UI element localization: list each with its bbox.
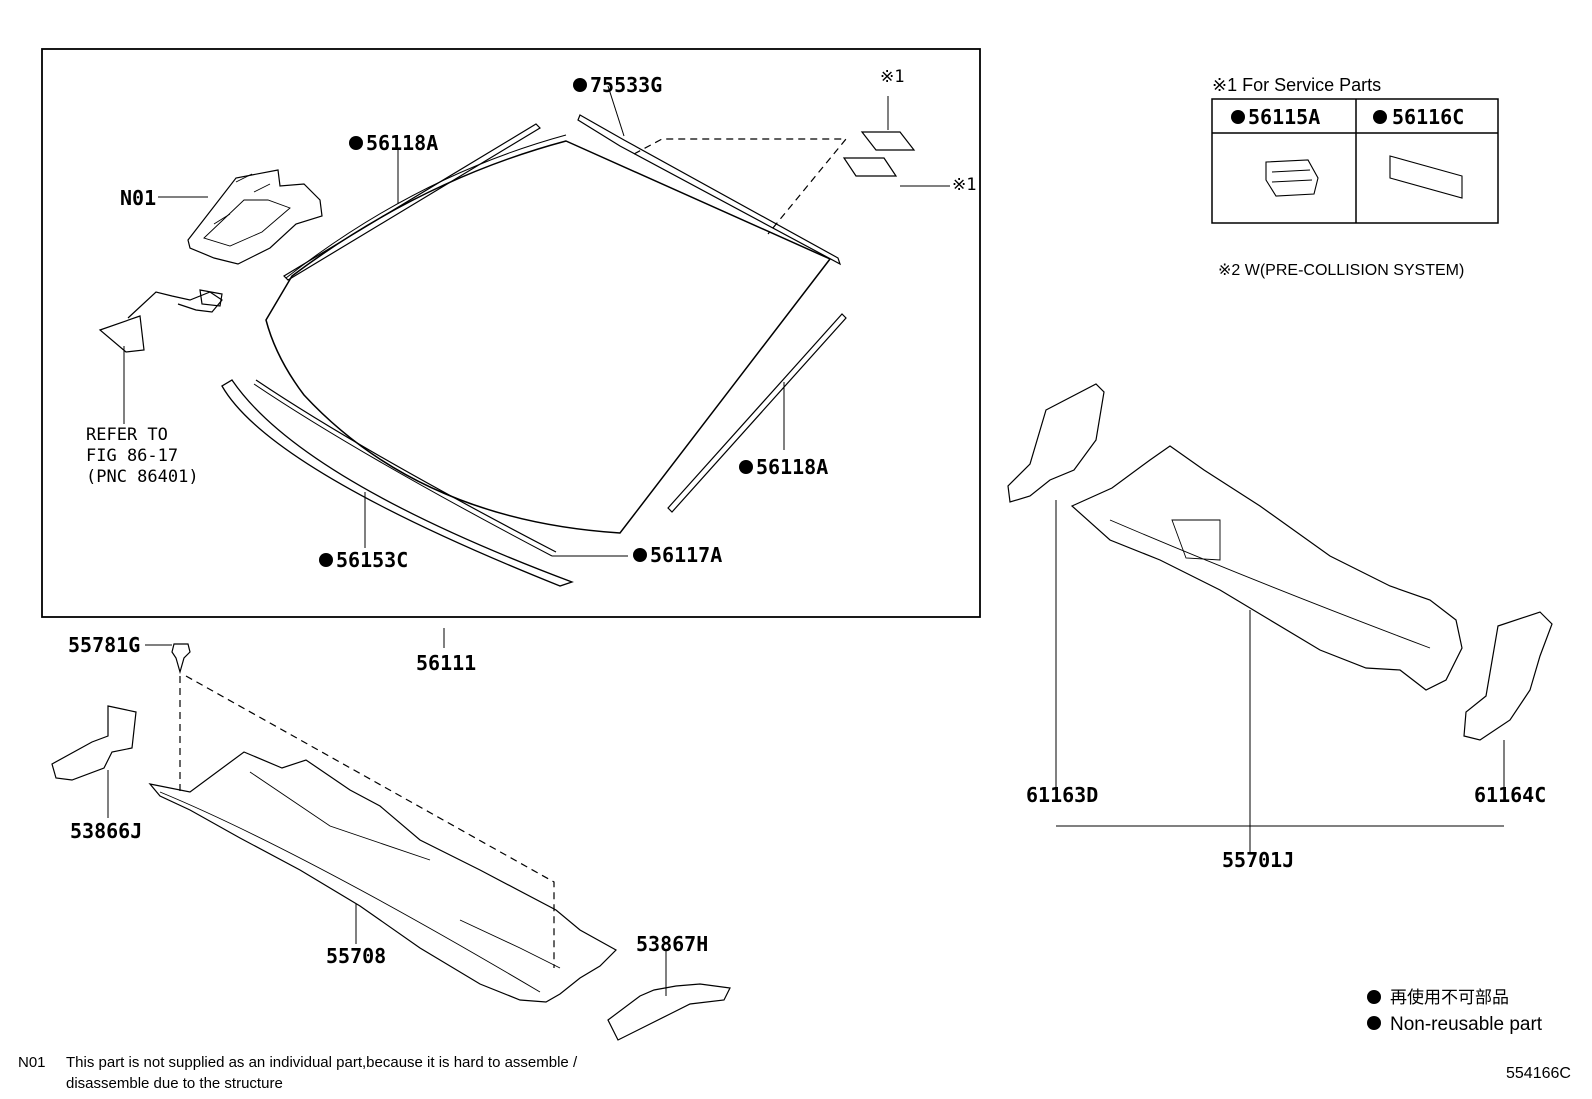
service-parts-title: ※1 For Service Parts bbox=[1212, 75, 1381, 95]
callout-53866j: 53866J bbox=[70, 819, 142, 843]
dash-panel-55701j bbox=[1070, 445, 1463, 691]
callout-56153c: 56153C bbox=[336, 548, 408, 572]
footnote-line-2: disassemble due to the structure bbox=[66, 1075, 283, 1092]
seal-53867h bbox=[607, 983, 731, 1041]
n01-bracket bbox=[187, 169, 323, 265]
service-parts-table bbox=[1211, 98, 1499, 224]
pad-top bbox=[860, 131, 916, 151]
leader-lines bbox=[107, 85, 1505, 996]
service-part-56115a-label: 56115A bbox=[1248, 105, 1320, 129]
service-part-56116c-label: 56116C bbox=[1392, 105, 1464, 129]
pillar-61163d bbox=[1007, 383, 1105, 503]
callout-61164c: 61164C bbox=[1474, 783, 1546, 807]
sensor-cover bbox=[98, 289, 223, 353]
callout-61163d: 61163D bbox=[1026, 783, 1098, 807]
pillar-61164c bbox=[1463, 611, 1553, 741]
weatherstrip-56153c bbox=[221, 379, 574, 587]
callout-56117a: 56117A bbox=[650, 543, 722, 567]
callout-n01: N01 bbox=[120, 186, 156, 210]
callout-mark1-right: ※1 bbox=[952, 175, 976, 195]
stopper-strip bbox=[577, 114, 842, 266]
pad-bottom bbox=[842, 157, 898, 177]
windshield-group-frame bbox=[41, 48, 981, 618]
legend-en: Non-reusable part bbox=[1390, 1014, 1543, 1035]
refer-line-2: FIG 86-17 bbox=[86, 446, 178, 466]
service-part-56115a-icon bbox=[1265, 159, 1319, 197]
callout-56111: 56111 bbox=[416, 651, 476, 675]
legend-jp: 再使用不可部品 bbox=[1390, 987, 1509, 1007]
callout-53867h: 53867H bbox=[636, 932, 708, 956]
callout-56118a-right: 56118A bbox=[756, 455, 828, 479]
callout-56118a-top: 56118A bbox=[366, 131, 438, 155]
footnote-line-1: This part is not supplied as an individu… bbox=[66, 1054, 578, 1071]
windshield-glass bbox=[265, 134, 832, 534]
refer-line-3: (PNC 86401) bbox=[86, 467, 199, 487]
callout-55781g: 55781G bbox=[68, 633, 140, 657]
seal-53866j bbox=[51, 705, 137, 781]
moulding-top bbox=[283, 123, 541, 281]
callout-mark1-top: ※1 bbox=[880, 67, 904, 87]
clip-55781g bbox=[171, 643, 191, 675]
callout-55708: 55708 bbox=[326, 944, 386, 968]
service-part-56116c-icon bbox=[1389, 155, 1463, 199]
moulding-right bbox=[667, 313, 847, 513]
refer-line-1: REFER TO bbox=[86, 425, 168, 445]
figure-id: 554166C bbox=[1506, 1065, 1571, 1082]
dam-56117a bbox=[255, 379, 557, 553]
note-pre-collision: ※2 W(PRE-COLLISION SYSTEM) bbox=[1218, 262, 1464, 279]
footnote-code: N01 bbox=[18, 1054, 46, 1071]
callout-55701j: 55701J bbox=[1222, 848, 1294, 872]
clip-dashed-lines bbox=[179, 675, 555, 968]
non-reusable-dots bbox=[319, 78, 1387, 1030]
sensor-dashed-lines bbox=[633, 138, 848, 235]
callout-75533g: 75533G bbox=[590, 73, 662, 97]
cowl-top-panel bbox=[148, 751, 617, 1003]
